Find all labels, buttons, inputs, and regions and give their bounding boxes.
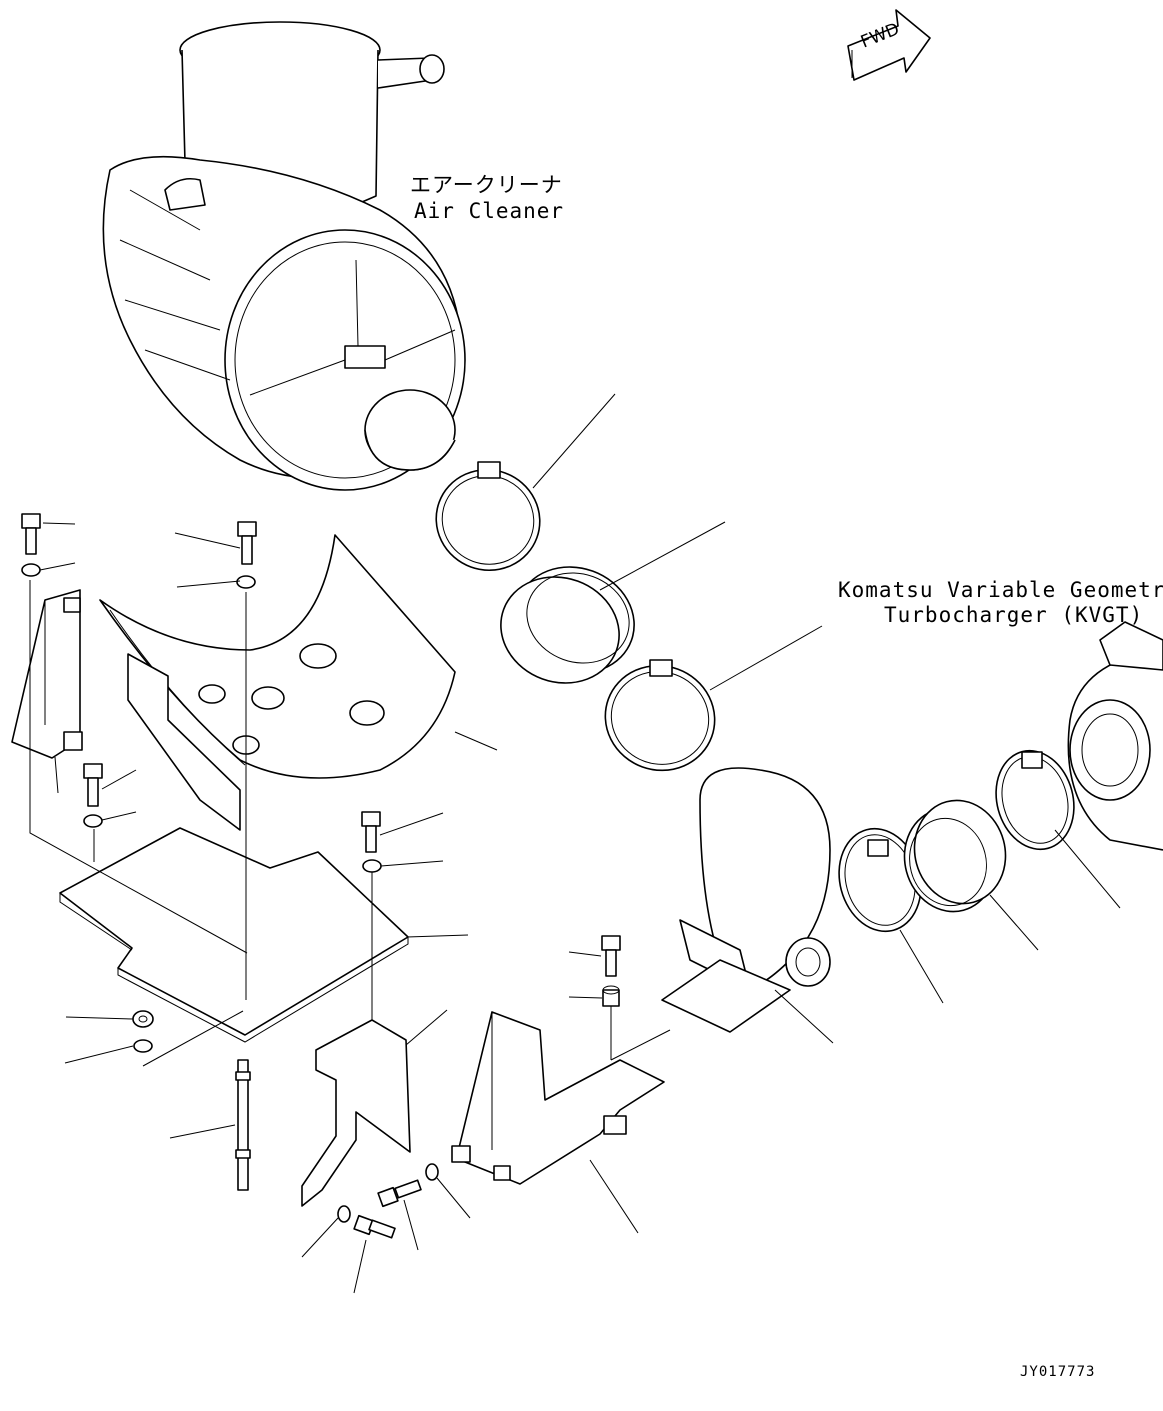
left-bracket-drawing	[11, 589, 83, 759]
washer-center-2-icon	[362, 859, 382, 873]
stud-icon	[235, 1059, 251, 1191]
fwd-arrow-icon	[847, 9, 931, 81]
middle-bracket-drawing	[301, 1019, 411, 1207]
hose-clamp-2-drawing	[604, 659, 716, 772]
hose-1-drawing	[500, 566, 635, 684]
right-bracket-drawing	[451, 1011, 665, 1185]
bolt-left-1-icon	[21, 513, 41, 555]
bolt-right-icon	[601, 935, 621, 977]
hose-2-drawing	[903, 799, 1007, 913]
nut-icon	[132, 1010, 154, 1028]
hose-clamp-1-drawing	[435, 461, 541, 572]
washer-center-1-icon	[236, 575, 256, 589]
hose-clamp-4-drawing	[995, 749, 1075, 851]
bolt-left-2-icon	[83, 763, 103, 807]
washer-left-2-icon	[83, 814, 103, 828]
kvgt-label-line2: Turbocharger (KVGT)	[884, 603, 1144, 627]
drawing-code: JY017773	[1020, 1364, 1096, 1380]
washer-lower-icon	[133, 1039, 153, 1053]
base-plate-drawing	[59, 827, 409, 1043]
bolt-center-1-icon	[237, 521, 257, 565]
elbow-pipe-drawing	[661, 767, 831, 1033]
bolt-lower-2-icon	[353, 1214, 396, 1239]
spacer-icon	[602, 985, 620, 1007]
bolt-lower-1-icon	[377, 1179, 422, 1208]
leader-lines	[29, 393, 1121, 1294]
air-cleaner-label: Air Cleaner	[414, 199, 565, 223]
air-cleaner-label-jp: エアークリーナ	[410, 173, 563, 197]
washer-left-1-icon	[21, 563, 41, 577]
washer-lower-3-icon	[425, 1163, 439, 1181]
washer-lower-2-icon	[337, 1205, 351, 1223]
bolt-center-2-icon	[361, 811, 381, 853]
kvgt-label-line1: Komatsu Variable Geometry	[838, 578, 1163, 602]
heat-shield-drawing	[99, 534, 456, 831]
turbocharger-drawing	[1067, 621, 1163, 851]
air-cleaner-drawing	[102, 21, 466, 491]
